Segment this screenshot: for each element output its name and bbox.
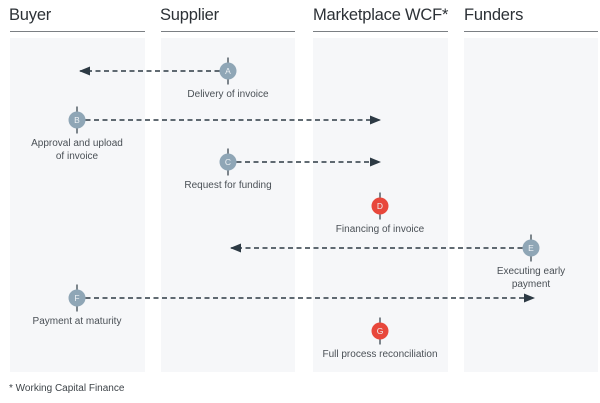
step-letter-e: E <box>528 243 534 253</box>
step-label-d: Financing of invoice <box>336 223 424 236</box>
step-node-c <box>219 153 237 171</box>
lane-title-funders: Funders <box>464 6 524 24</box>
step-node-b <box>68 111 86 129</box>
lane-rule-marketplace <box>313 31 448 32</box>
step-letter-c: C <box>225 157 231 167</box>
step-label-line: Executing early <box>496 265 566 277</box>
lane-supplier <box>161 38 295 372</box>
step-letter-b: B <box>74 115 80 125</box>
lane-buyer <box>10 38 145 372</box>
step-label-line: Payment at maturity <box>32 315 122 327</box>
step-letter-d: D <box>377 201 383 211</box>
step-label-g: Full process reconciliation <box>322 348 437 361</box>
lane-title-marketplace: Marketplace WCF* <box>313 6 449 24</box>
step-label-c: Request for funding <box>184 179 271 192</box>
step-label-line: Full process reconciliation <box>322 348 438 360</box>
step-label-line: payment <box>511 278 551 290</box>
step-node-f <box>68 289 86 307</box>
step-node-a <box>219 62 237 80</box>
lane-rule-funders <box>464 31 598 32</box>
lane-title-buyer: Buyer <box>9 6 52 24</box>
lane-rule-buyer <box>10 31 145 32</box>
step-label-line: Request for funding <box>184 179 272 191</box>
step-letter-g: G <box>377 326 384 336</box>
step-label-line: of invoice <box>55 150 99 162</box>
step-label-line: Approval and upload <box>31 137 123 149</box>
step-node-e <box>522 239 540 257</box>
step-letter-f: F <box>74 293 79 303</box>
step-letter-a: A <box>225 66 231 76</box>
lane-title-supplier: Supplier <box>160 6 219 24</box>
step-label-line: Delivery of invoice <box>187 88 269 100</box>
step-label-line: Financing of invoice <box>335 223 425 235</box>
lane-funders <box>464 38 598 372</box>
footnote: * Working Capital Finance <box>9 383 125 394</box>
lane-rule-supplier <box>161 31 295 32</box>
step-node-d <box>371 197 389 215</box>
step-node-g <box>371 322 389 340</box>
step-label-f: Payment at maturity <box>33 315 122 328</box>
step-label-a: Delivery of invoice <box>187 88 268 101</box>
